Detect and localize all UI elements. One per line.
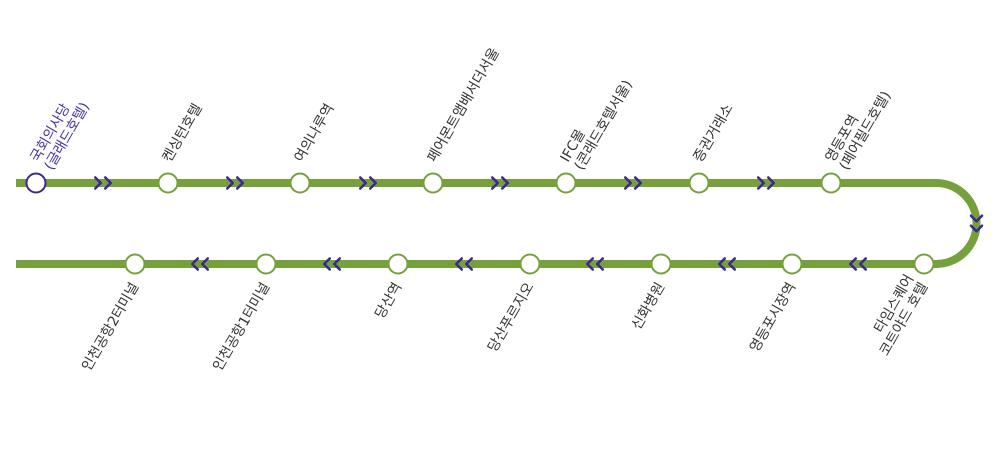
station-label: 여의나루역	[292, 101, 338, 165]
double-chevron-left-icon	[190, 257, 210, 271]
station-marker[interactable]	[387, 253, 409, 275]
double-chevron-down-icon	[969, 214, 984, 233]
route-track	[16, 179, 981, 268]
route-line	[16, 179, 981, 268]
station-marker[interactable]	[519, 253, 541, 275]
double-chevron-right-icon	[93, 176, 113, 190]
station-label: 신화병원	[629, 280, 669, 333]
station-label: 영등포시장역	[747, 280, 799, 355]
station-label: 증권거래소	[691, 101, 737, 165]
double-chevron-right-icon	[623, 176, 643, 190]
station-marker[interactable]	[422, 172, 444, 194]
station-label: (콘래드호텔서울)	[572, 77, 636, 173]
station-marker[interactable]	[650, 253, 672, 275]
station-label: 페어몬트앰배서더서울	[425, 45, 503, 165]
station-marker[interactable]	[124, 253, 146, 275]
station-marker[interactable]	[688, 172, 710, 194]
double-chevron-left-icon	[454, 257, 474, 271]
direction-arrows	[93, 176, 984, 271]
station-markers	[25, 172, 935, 275]
station-label: 켄싱턴호텔	[160, 101, 206, 165]
double-chevron-right-icon	[225, 176, 245, 190]
station-label: 인천공항1터미널	[210, 280, 273, 374]
station-marker[interactable]	[289, 172, 311, 194]
double-chevron-right-icon	[756, 176, 776, 190]
station-label: 당산푸르지오	[485, 280, 538, 355]
station-marker[interactable]	[820, 172, 842, 194]
double-chevron-left-icon	[848, 257, 868, 271]
current-station-marker[interactable]	[25, 172, 47, 194]
station-label: 당산역	[372, 280, 405, 321]
station-marker[interactable]	[781, 253, 803, 275]
station-marker[interactable]	[157, 172, 179, 194]
double-chevron-right-icon	[490, 176, 510, 190]
station-marker[interactable]	[913, 253, 935, 275]
double-chevron-left-icon	[585, 257, 605, 271]
double-chevron-left-icon	[322, 257, 342, 271]
double-chevron-left-icon	[717, 257, 737, 271]
station-marker[interactable]	[555, 172, 577, 194]
station-marker[interactable]	[255, 253, 277, 275]
station-label: 인천공항2터미널	[79, 280, 142, 374]
double-chevron-right-icon	[358, 176, 378, 190]
